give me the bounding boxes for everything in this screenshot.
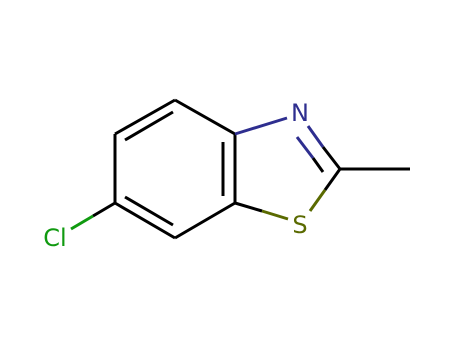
double-bond-n-c2-inner (295, 136, 315, 159)
double-bond-c4-c5-inner (124, 110, 174, 142)
bond-c3a-n (234, 116, 288, 136)
bond-n-c2 (306, 125, 325, 148)
bond-c4-c5 (114, 98, 176, 136)
bond-c2-s (308, 189, 327, 212)
bond-c2-s-upper (323, 168, 342, 191)
chloro-bond (70, 214, 94, 231)
benzene-ring (113, 98, 237, 240)
bond-n-c2-lower (321, 146, 342, 170)
bond-c6-c7 (114, 201, 176, 240)
bond-s-c7a-inner (234, 201, 263, 213)
double-bond-n-c2-inner-lower (311, 157, 325, 173)
bond-s-c7a (261, 209, 289, 221)
atom-label-nitrogen: N (291, 99, 309, 127)
chloro-bond-carbon-side (92, 201, 116, 218)
atom-label-sulfur: S (292, 211, 307, 239)
thiazole-ring (234, 116, 342, 221)
bond-c7-c7a (174, 201, 236, 240)
atom-label-chlorine: Cl (43, 224, 66, 252)
bond-c3a-c4 (174, 98, 236, 136)
double-bond-c6-c7-inner (124, 195, 174, 227)
